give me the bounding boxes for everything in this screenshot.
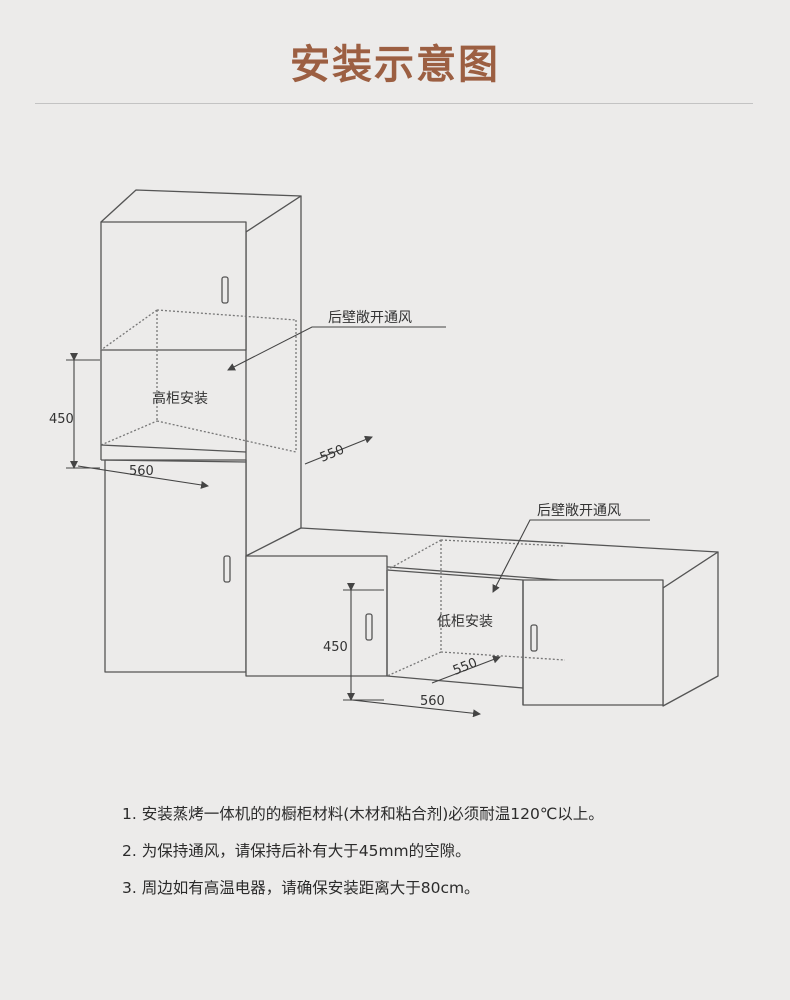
title-divider: [35, 103, 753, 104]
tall-lower-handle: [223, 555, 231, 583]
tall-width-dim: [77, 465, 209, 489]
tall-install-label: 高柜安装: [152, 390, 208, 407]
tall-depth-label: 550: [318, 443, 347, 466]
base-install-label: 低柜安装: [437, 614, 493, 630]
base-door-right: [522, 579, 664, 706]
tall-vent-callout: [227, 326, 446, 371]
note-item: 3. 周边如有高温电器，请确保安装距离大于80cm。: [122, 879, 480, 897]
base-height-label: 450: [323, 640, 348, 655]
install-notes: 1. 安装蒸烤一体机的的橱柜材料(木材和粘合剂)必须耐温120℃以上。 2. 为…: [122, 796, 742, 907]
base-vent-label: 后壁敞开通风: [537, 503, 621, 519]
tall-cabinet-side: [245, 195, 302, 557]
tall-width-label: 560: [129, 464, 154, 479]
note-item: 2. 为保持通风，请保持后补有大于45mm的空隙。: [122, 842, 471, 860]
note-item: 1. 安装蒸烤一体机的的橱柜材料(木材和粘合剂)必须耐温120℃以上。: [122, 805, 604, 823]
base-width-dim: [351, 699, 481, 718]
tall-height-label: 450: [49, 412, 74, 427]
tall-vent-label: 后壁敞开通风: [328, 310, 412, 326]
tall-upper-handle: [221, 276, 229, 304]
page-title: 安装示意图: [290, 42, 500, 88]
base-left-handle: [365, 613, 373, 641]
tall-upper-door: [100, 221, 247, 351]
base-depth-dim: [431, 655, 501, 684]
base-vent-callout: [492, 519, 650, 593]
base-depth-label: 550: [451, 656, 480, 679]
base-right-handle: [530, 624, 538, 652]
tall-depth-dim: [304, 435, 373, 465]
tall-lower-door: [104, 459, 247, 673]
base-width-label: 560: [420, 694, 445, 709]
